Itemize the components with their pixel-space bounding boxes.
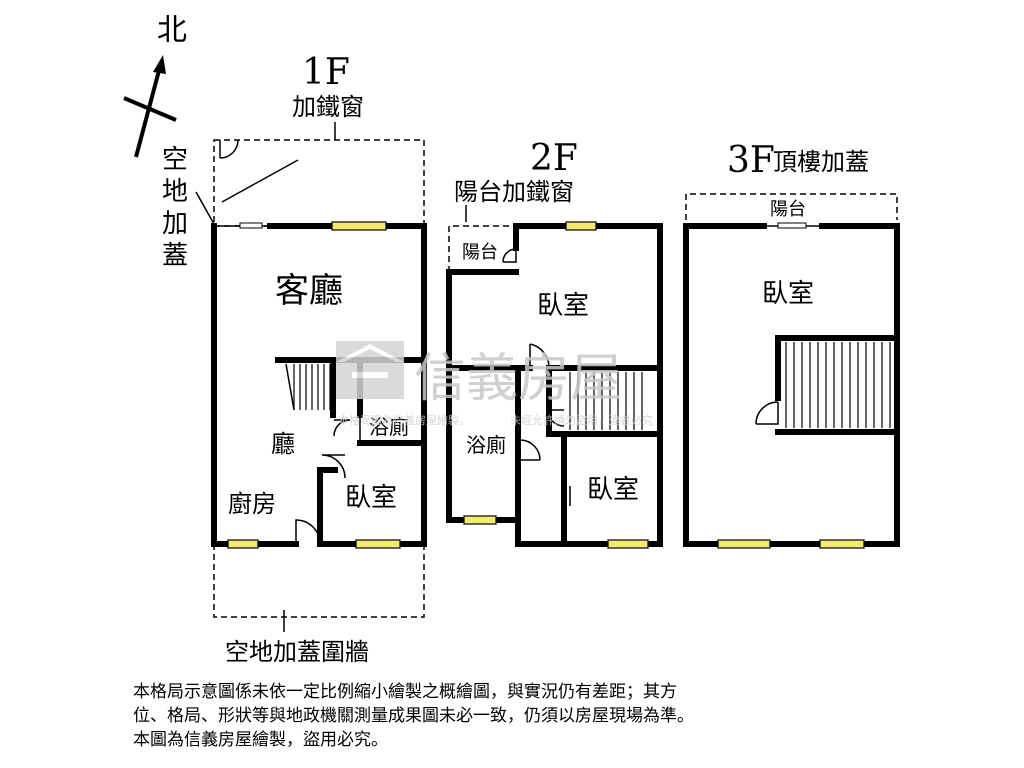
window-icon	[819, 539, 865, 549]
room-bedroom-small-2f: 臥室	[587, 475, 639, 505]
note-rooftop-extension: 頂樓加蓋	[773, 148, 869, 176]
room-hall: 廳	[271, 430, 295, 458]
watermark: 信義房屋 本格局圖為信義房屋繪製， 未經允許請勿盜用，違者必究	[336, 341, 653, 427]
disclaimer-line: 本圖為信義房屋繪製，盜用必究。	[133, 730, 388, 750]
floor-label-2f: 2F	[530, 138, 578, 179]
note-wall-extension: 空地加蓋圍牆	[225, 638, 369, 666]
window-icon	[355, 539, 401, 549]
window-icon	[565, 221, 597, 231]
note-iron-window-1f: 加鐵窗	[292, 93, 364, 121]
svg-text:地: 地	[162, 177, 188, 207]
disclaimer-line: 本格局示意圖係未依一定比例縮小繪製之概繪圖，與實況仍有差距；其方	[133, 682, 677, 702]
compass: 北	[123, 13, 187, 158]
north-label: 北	[157, 13, 187, 48]
door-icon	[333, 419, 351, 437]
room-bedroom-3f: 臥室	[762, 279, 814, 309]
room-living: 客廳	[275, 271, 343, 311]
compass-arrow-icon	[153, 55, 166, 74]
room-kitchen: 廚房	[228, 490, 276, 518]
room-balcony-2f: 陽台	[462, 242, 498, 263]
window-icon	[227, 539, 259, 549]
svg-text:蓋: 蓋	[162, 241, 188, 271]
window-icon	[463, 515, 497, 525]
wall	[513, 223, 663, 547]
balcony-outline	[448, 225, 516, 272]
staircase	[569, 372, 643, 430]
floor-label-3f: 3F	[727, 140, 775, 181]
front-yard-outline	[213, 139, 425, 227]
staircase	[285, 363, 331, 411]
room-bedroom-1f: 臥室	[345, 483, 397, 513]
door-icon	[295, 519, 321, 545]
door-icon	[519, 439, 541, 461]
room-bath-1f: 浴廁	[369, 415, 409, 439]
room-balcony-3f: 陽台	[770, 199, 806, 220]
back-yard-outline	[213, 544, 425, 618]
floor-label-1f: 1F	[302, 52, 350, 93]
floor-3f: 3F 頂樓加蓋 陽台	[683, 140, 900, 549]
window-icon	[717, 539, 771, 549]
floor-1f: 1F 加鐵窗 空 地 加 蓋 空地加蓋圍牆	[162, 52, 427, 666]
compass-crossbar	[123, 96, 177, 122]
door-icon	[529, 343, 550, 369]
watermark-brand: 信義房屋	[414, 349, 622, 409]
wall	[683, 223, 900, 547]
staircase	[785, 342, 891, 428]
window-icon	[607, 539, 649, 549]
svg-text:空: 空	[162, 145, 188, 175]
watermark-small-right: 未經允許請勿盜用，違者必究	[510, 413, 653, 427]
floor-2f: 2F 陽台加鐵窗 陽台	[446, 138, 663, 549]
svg-text:加: 加	[162, 209, 188, 239]
balcony-outline	[685, 193, 898, 220]
room-bath-left-2f: 浴廁	[466, 433, 506, 457]
pointer-line	[195, 191, 215, 225]
door-icon	[321, 454, 346, 479]
disclaimer: 本格局示意圖係未依一定比例縮小繪製之概繪圖，與實況仍有差距；其方 位、格局、形狀…	[133, 680, 913, 752]
door-icon	[219, 139, 239, 159]
disclaimer-line: 位、格局、形狀等與地政機關測量成果圖未必一致，仍須以房屋現場為準。	[133, 706, 694, 726]
door-icon	[755, 401, 779, 425]
window-icon	[331, 221, 387, 231]
note-vacant-extension: 空 地 加 蓋	[162, 145, 188, 271]
wall	[211, 223, 299, 547]
note-balcony-window: 陽台加鐵窗	[454, 178, 574, 206]
brand-logo-icon	[336, 341, 404, 399]
watermark-small-left: 本格局圖為信義房屋繪製，	[338, 413, 470, 427]
pointer-line	[221, 159, 299, 203]
door-icon	[547, 409, 565, 427]
room-bedroom-main-2f: 臥室	[537, 291, 589, 321]
